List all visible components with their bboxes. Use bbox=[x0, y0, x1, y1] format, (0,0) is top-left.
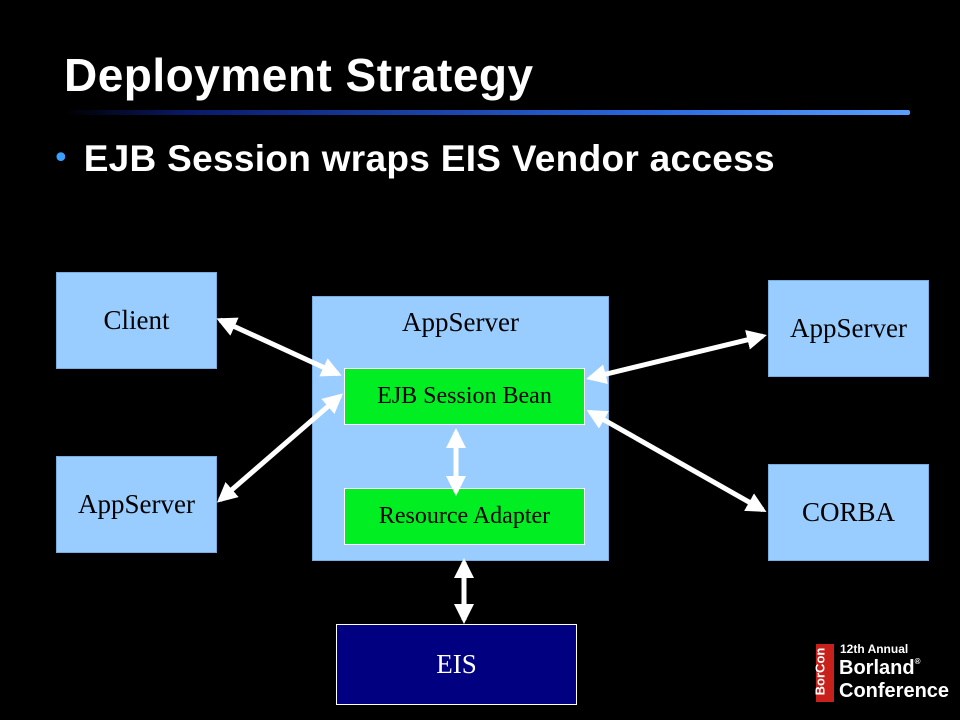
resource-adapter-label: Resource Adapter bbox=[378, 503, 551, 529]
bullet-text: EJB Session wraps EIS Vendor access bbox=[83, 138, 775, 179]
logo-brand-text: Borland bbox=[839, 657, 915, 679]
corba-box: CORBA bbox=[768, 464, 929, 561]
logo-registered-mark: ® bbox=[914, 657, 921, 666]
appserver-right-box: AppServer bbox=[768, 280, 929, 377]
bullet-item: • EJB Session wraps EIS Vendor access bbox=[52, 138, 775, 180]
client-box: Client bbox=[56, 272, 217, 369]
client-label: Client bbox=[103, 305, 170, 335]
appserver-left-box: AppServer bbox=[56, 456, 217, 553]
appserver-right-label: AppServer bbox=[790, 313, 907, 343]
logo-edition: 12th Annual bbox=[840, 642, 909, 656]
logo-brand: Borland® bbox=[839, 657, 920, 680]
appserver-container-label: AppServer bbox=[402, 307, 519, 337]
ejb-session-bean-label: EJB Session Bean bbox=[377, 383, 552, 409]
resource-adapter-box: Resource Adapter bbox=[344, 488, 585, 545]
bullet-dot-icon: • bbox=[52, 141, 70, 176]
ejb-appserver-right-arrow bbox=[586, 330, 767, 384]
appserver-left-label: AppServer bbox=[78, 489, 195, 519]
logo-vertical-text: BorCon bbox=[812, 647, 828, 696]
slide-title: Deployment Strategy bbox=[64, 49, 534, 101]
ejb-session-bean-box: EJB Session Bean bbox=[344, 368, 585, 425]
ejb-corba-arrow bbox=[586, 409, 767, 513]
eis-label: EIS bbox=[436, 649, 477, 679]
logo-conference: Conference bbox=[839, 680, 950, 702]
borcon-logo: BorCon 12th Annual Borland® Conference bbox=[812, 640, 950, 706]
client-ejb-arrow bbox=[216, 317, 342, 377]
eis-box: EIS bbox=[336, 624, 577, 705]
logo-red-bar: BorCon bbox=[812, 644, 834, 702]
corba-label: CORBA bbox=[801, 497, 896, 527]
title-underline bbox=[64, 110, 910, 115]
appserver-left-ejb-arrow bbox=[216, 393, 344, 503]
